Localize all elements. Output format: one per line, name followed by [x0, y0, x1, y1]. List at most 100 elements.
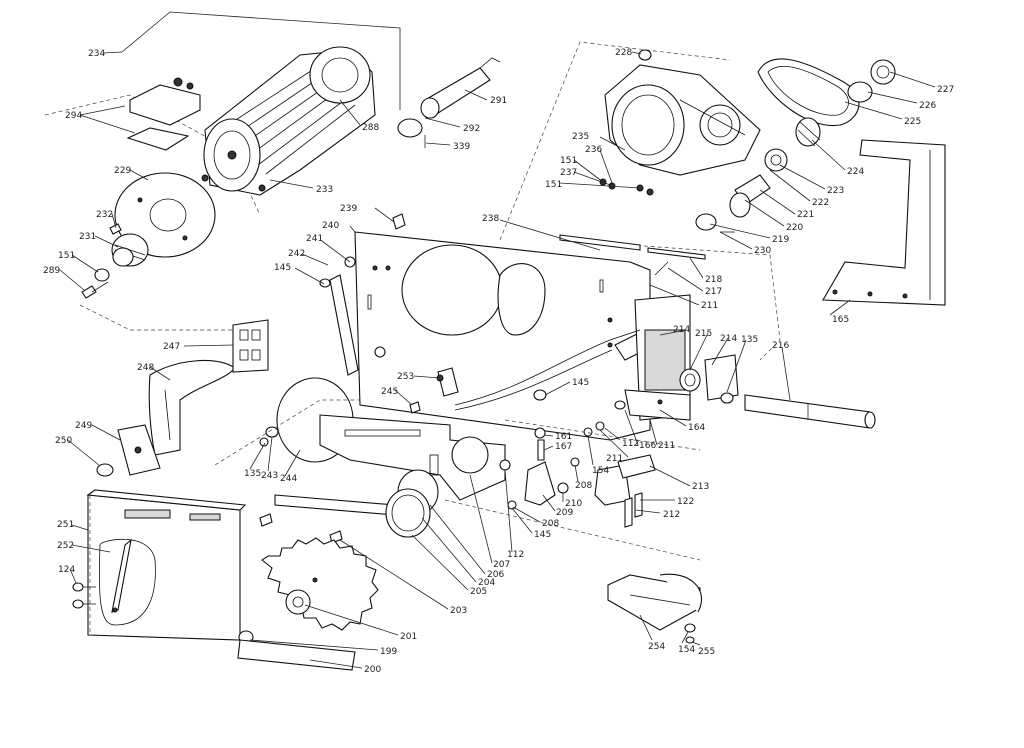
- table-insert-oval: [98, 538, 156, 626]
- label-236: 236: [585, 145, 602, 155]
- label-219: 219: [772, 235, 789, 245]
- label-199: 199: [380, 647, 397, 657]
- label-211-c: 211: [606, 454, 623, 464]
- label-231: 231: [79, 232, 96, 242]
- label-166: 166: [639, 441, 656, 451]
- motor-housing: [201, 46, 376, 196]
- bevel-linkage: [454, 329, 641, 411]
- trunnion-parts: [524, 400, 656, 528]
- label-112-b: 112: [507, 550, 524, 560]
- lower-right-plate: [624, 389, 691, 421]
- label-250: 250: [55, 436, 72, 446]
- label-167: 167: [555, 442, 572, 452]
- leader-lines: [59, 51, 936, 669]
- riving-plate: [319, 414, 506, 501]
- label-145-b: 145: [572, 378, 589, 388]
- bottom-bar: [274, 494, 396, 516]
- label-227: 227: [937, 85, 954, 95]
- capacitor: [397, 57, 501, 148]
- bolt-hardware-middle: [259, 367, 517, 544]
- label-161: 161: [555, 432, 572, 442]
- label-288: 288: [362, 123, 379, 133]
- label-237: 237: [560, 168, 577, 178]
- terminal-box: [126, 77, 201, 151]
- label-154-b: 154: [678, 645, 695, 655]
- label-203: 203: [450, 606, 467, 616]
- label-122: 122: [677, 497, 694, 507]
- guard-clamp-plate: [232, 319, 269, 373]
- label-164: 164: [688, 423, 705, 433]
- label-255: 255: [698, 647, 715, 657]
- blade-guard-upper: [148, 359, 236, 456]
- label-211-a: 211: [701, 301, 718, 311]
- label-254: 254: [648, 642, 665, 652]
- motor-pulley: [81, 223, 149, 299]
- label-135-b: 135: [244, 469, 261, 479]
- pulley-stack: [695, 59, 896, 233]
- tension-link: [319, 213, 406, 376]
- table-bottom-bar: [237, 639, 356, 671]
- label-222: 222: [812, 198, 829, 208]
- label-135-a: 135: [741, 335, 758, 345]
- label-247: 247: [163, 342, 180, 352]
- label-217: 217: [705, 287, 722, 297]
- label-154-a: 154: [592, 466, 609, 476]
- label-234: 234: [88, 49, 105, 59]
- label-216: 216: [772, 341, 789, 351]
- guard-bracket-249: [96, 424, 161, 477]
- label-209: 209: [556, 508, 573, 518]
- label-228: 228: [615, 48, 632, 58]
- label-210: 210: [565, 499, 582, 509]
- label-248: 248: [137, 363, 154, 373]
- label-292: 292: [463, 124, 480, 134]
- label-221: 221: [797, 210, 814, 220]
- label-112-a: 112: [622, 439, 639, 449]
- label-235: 235: [572, 132, 589, 142]
- label-212: 212: [663, 510, 680, 520]
- label-289: 289: [43, 266, 60, 276]
- label-214-b: 214: [720, 334, 737, 344]
- label-253: 253: [397, 372, 414, 382]
- label-215: 215: [695, 329, 712, 339]
- label-229: 229: [114, 166, 131, 176]
- label-211-b: 211: [658, 441, 675, 451]
- label-201: 201: [400, 632, 417, 642]
- label-220: 220: [786, 223, 803, 233]
- label-207: 207: [493, 560, 510, 570]
- label-145-c: 145: [534, 530, 551, 540]
- label-151-c: 151: [545, 180, 562, 190]
- label-224: 224: [847, 167, 864, 177]
- label-204: 204: [478, 578, 495, 588]
- label-151-b: 151: [560, 156, 577, 166]
- belt-housing: [604, 64, 761, 176]
- label-124: 124: [58, 565, 75, 575]
- table-top: [86, 489, 247, 641]
- label-208-b: 208: [542, 519, 559, 529]
- label-165: 165: [832, 315, 849, 325]
- label-243: 243: [261, 471, 278, 481]
- label-294: 294: [65, 111, 82, 121]
- dashed-guides-lower: [89, 399, 701, 635]
- label-252: 252: [57, 541, 74, 551]
- label-223: 223: [827, 186, 844, 196]
- label-208-a: 208: [575, 481, 592, 491]
- label-244: 244: [280, 474, 297, 484]
- label-213: 213: [692, 482, 709, 492]
- threaded-rods: [559, 234, 706, 276]
- motor-group-bracket: [44, 11, 401, 331]
- label-242: 242: [288, 249, 305, 259]
- flange-rings: [385, 469, 439, 538]
- label-232: 232: [96, 210, 113, 220]
- main-mounting-plate: [354, 231, 651, 441]
- label-245: 245: [381, 387, 398, 397]
- belt-guard-bracket: [499, 41, 781, 361]
- shaft-216: [744, 394, 876, 429]
- scale-pointer: [111, 538, 132, 613]
- saw-blade: [261, 537, 379, 631]
- label-206: 206: [487, 570, 504, 580]
- mounting-bracket: [822, 139, 946, 306]
- label-238: 238: [482, 214, 499, 224]
- dust-chute: [607, 573, 703, 644]
